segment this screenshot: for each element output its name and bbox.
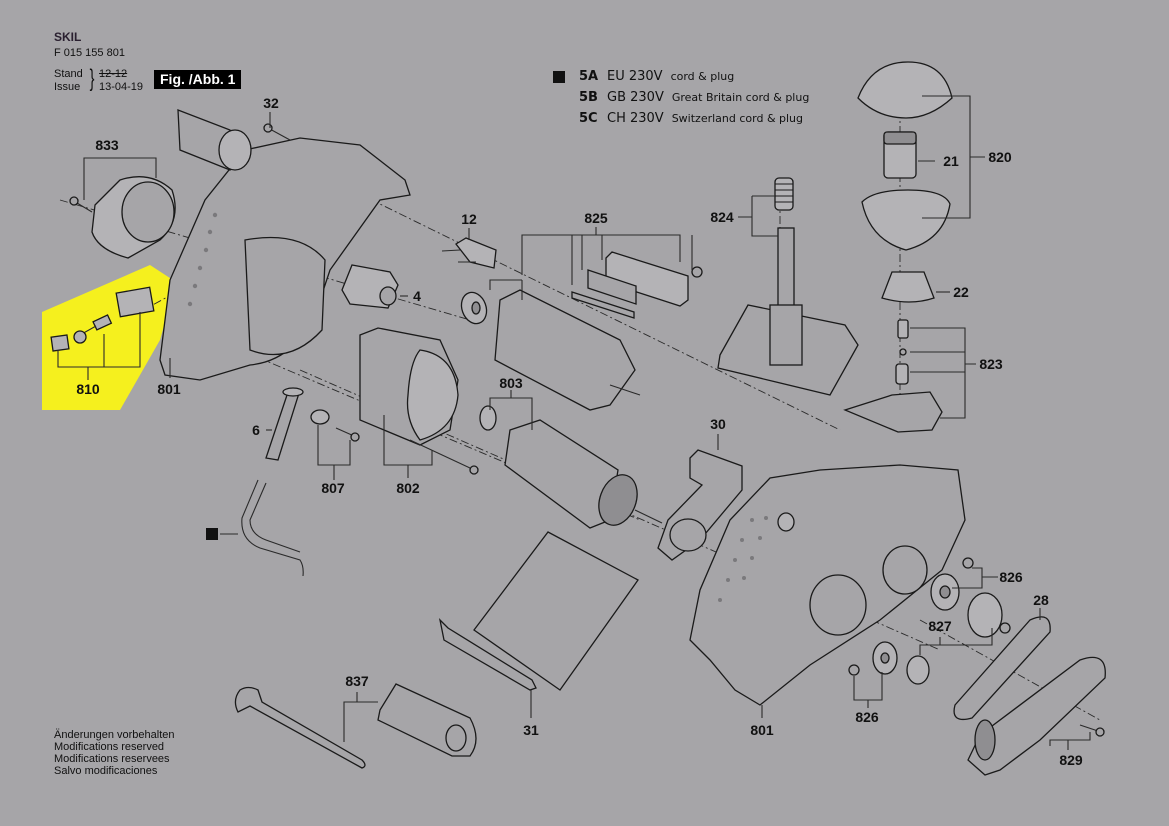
part-28-drive-belt: [953, 616, 1051, 721]
part-803-armature: [479, 405, 663, 529]
part-5-power-cord: [206, 479, 304, 577]
stand-issue-labels: Stand Issue: [54, 68, 83, 94]
part-827-pulleys: [906, 592, 1011, 685]
legend-description: Switzerland cord & plug: [671, 112, 804, 125]
legend-description: cord & plug: [670, 70, 735, 83]
legend-row: 5B GB 230V Great Britain cord & plug: [553, 87, 809, 108]
filled-square-icon: [553, 70, 565, 83]
part-820-depth-knob: [857, 61, 953, 303]
legend-row: 5C CH 230V Switzerland cord & plug: [553, 108, 809, 129]
part-807-cord-clamp: [310, 409, 360, 442]
part-4-switch: [341, 264, 399, 309]
part-number: F 015 155 801: [54, 47, 125, 59]
issue-label: Issue: [54, 81, 81, 93]
cord-marker-square: [206, 528, 218, 540]
part-837-wrench: [234, 683, 477, 769]
figure-label: Fig. /Abb. 1: [154, 70, 242, 89]
label-22: 22: [953, 284, 969, 300]
label-21: 21: [943, 153, 959, 169]
legend-description: Great Britain cord & plug: [671, 91, 810, 104]
stand-label: Stand: [54, 68, 83, 80]
issue-date: 13-04-19: [99, 81, 144, 93]
label-826-upper: 826: [999, 569, 1023, 585]
label-803: 803: [499, 375, 523, 391]
label-4: 4: [413, 288, 421, 304]
legend-row: 5A EU 230V cord & plug: [553, 66, 809, 87]
part-823-detent-set: [843, 319, 943, 433]
legend-voltage: CH 230V: [607, 111, 664, 126]
notice-en: Modifications reserved: [54, 741, 165, 753]
legend-code: 5C: [579, 111, 598, 126]
notice-fr: Modifications reservees: [54, 753, 170, 765]
dates: 12-12 13-04-19: [99, 68, 143, 94]
label-827: 827: [928, 618, 952, 634]
cord-legend: 5A EU 230V cord & plug 5B GB 230V Great …: [553, 66, 809, 129]
label-820: 820: [988, 149, 1012, 165]
part-802-field: [359, 327, 479, 475]
part-825-blade-set: [571, 251, 703, 319]
legend-voltage: EU 230V: [607, 69, 663, 84]
part-801-right-housing: [689, 464, 966, 706]
part-30-guide: [657, 449, 743, 561]
label-801-left: 801: [157, 381, 181, 397]
label-802: 802: [396, 480, 420, 496]
label-823: 823: [979, 356, 1003, 372]
stand-date: 12-12: [99, 68, 128, 80]
part-826-bearings-upper: [930, 557, 974, 611]
brace-icon: }: [89, 65, 95, 92]
stator-body: [494, 289, 641, 411]
label-825: 825: [584, 210, 608, 226]
part-824-depth-spring: [717, 177, 859, 396]
modifications-notice: Änderungen vorbehalten Modifications res…: [54, 729, 174, 777]
label-837: 837: [345, 673, 369, 689]
part-829-belt-cover: [967, 656, 1106, 776]
legend-voltage: GB 230V: [607, 90, 664, 105]
label-6: 6: [252, 422, 260, 438]
part-12-bracket: [441, 237, 497, 269]
notice-de: Änderungen vorbehalten: [54, 729, 175, 741]
legend-code: 5B: [579, 90, 598, 105]
label-829: 829: [1059, 752, 1083, 768]
label-32: 32: [263, 95, 279, 111]
part-32-screw: [263, 123, 291, 141]
part-6-cord-sleeve: [265, 387, 304, 461]
leader-lines: [57, 95, 1091, 750]
legend-code: 5A: [579, 69, 599, 84]
label-810: 810: [76, 381, 100, 397]
label-826-lower: 826: [855, 709, 879, 725]
part-810-brush-set: [50, 286, 155, 352]
label-12: 12: [461, 211, 477, 227]
part-801-motor-housing: [159, 109, 411, 381]
bearing-front: [460, 291, 488, 325]
part-826-bearings-lower: [848, 641, 898, 676]
label-28: 28: [1033, 592, 1049, 608]
brand-name: SKIL: [54, 30, 82, 44]
part-833-brush-cover: [69, 176, 176, 259]
label-833: 833: [95, 137, 119, 153]
notice-es: Salvo modificaciones: [54, 765, 158, 777]
label-807: 807: [321, 480, 345, 496]
label-30: 30: [710, 416, 726, 432]
label-824: 824: [710, 209, 734, 225]
label-801-right: 801: [750, 722, 774, 738]
label-31: 31: [523, 722, 539, 738]
part-31-base-plate: [438, 531, 639, 691]
